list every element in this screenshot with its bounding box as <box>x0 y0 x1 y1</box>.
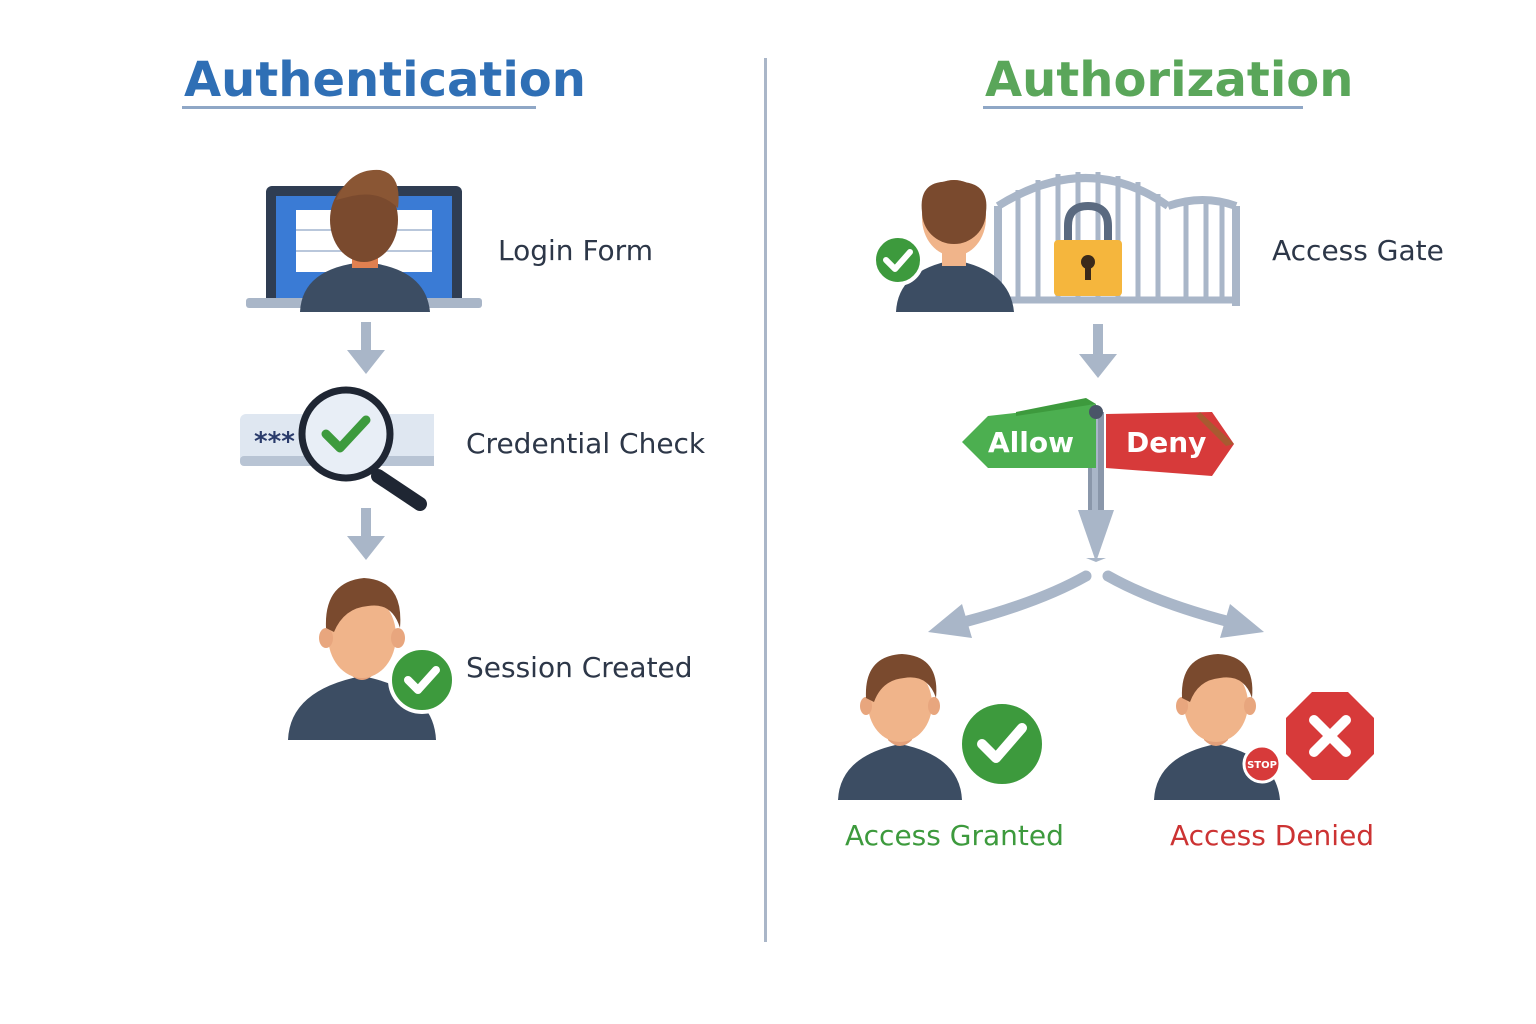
stop-badge-text: STOP <box>1247 760 1277 771</box>
authentication-title: Authentication <box>184 52 586 108</box>
allow-deny-signpost: Allow Deny <box>962 398 1234 562</box>
authentication-title-underline <box>182 106 536 109</box>
branch-arrows <box>928 570 1264 638</box>
access-denied-label: Access Denied <box>1170 819 1375 852</box>
access-granted-label: Access Granted <box>845 819 1064 852</box>
allow-sign-label: Allow <box>988 426 1074 459</box>
session-user-icon <box>288 578 456 740</box>
access-gate-label: Access Gate <box>1272 234 1444 267</box>
arrow-down-icon <box>1079 324 1117 378</box>
authorization-title: Authorization <box>985 52 1354 108</box>
arrow-down-icon <box>347 508 385 560</box>
column-divider <box>764 58 767 942</box>
laptop-user-icon <box>246 169 482 312</box>
session-created-label: Session Created <box>466 651 693 684</box>
password-mask: *** <box>254 427 295 457</box>
deny-sign-label: Deny <box>1126 426 1206 459</box>
authorization-title-underline <box>983 106 1303 109</box>
access-gate-icon <box>872 172 1240 312</box>
access-denied-user-icon: STOP <box>1154 654 1374 800</box>
arrow-down-icon <box>347 322 385 374</box>
credential-check-label: Credential Check <box>466 427 706 460</box>
login-form-label: Login Form <box>498 234 653 267</box>
credential-check-icon: *** <box>240 386 434 511</box>
access-granted-user-icon <box>838 654 1046 800</box>
